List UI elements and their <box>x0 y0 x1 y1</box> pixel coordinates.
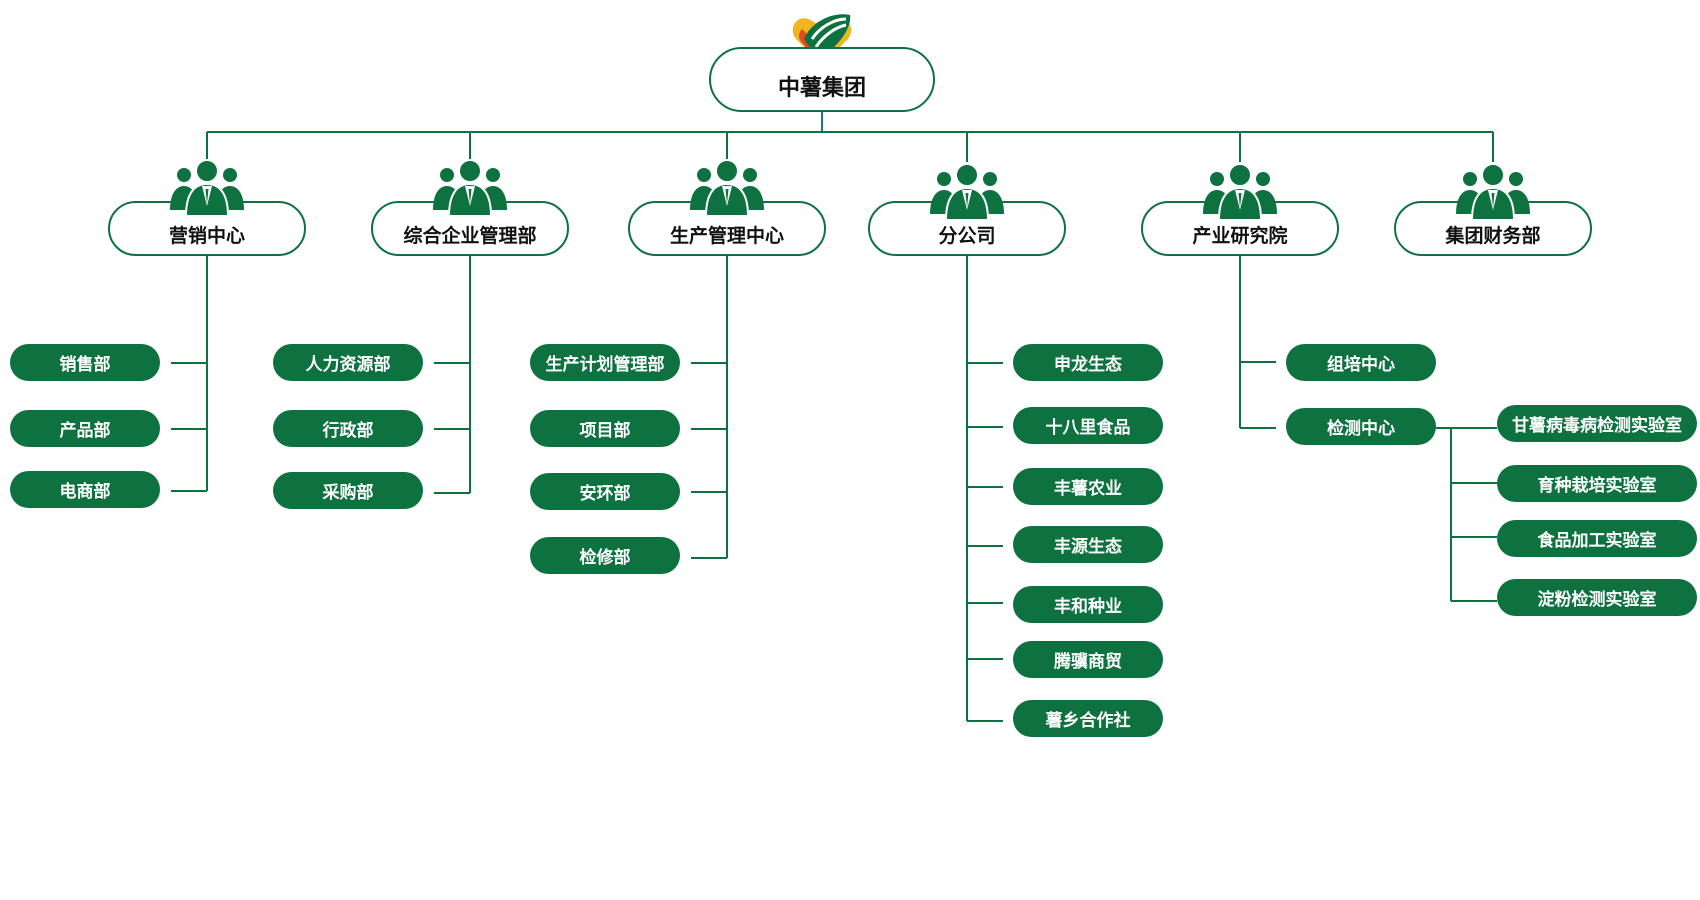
dept-label: 产业研究院 <box>1192 225 1288 247</box>
lab-pill[interactable]: 甘薯病毒病检测实验室 <box>1497 405 1697 442</box>
dept-label: 集团财务部 <box>1445 225 1541 247</box>
dept-label: 生产管理中心 <box>669 225 784 247</box>
people-group-icon <box>169 159 245 216</box>
people-group-icon <box>432 159 508 216</box>
dept-node-branches[interactable]: 分公司 <box>868 201 1066 256</box>
lab-pill[interactable]: 淀粉检测实验室 <box>1497 579 1697 616</box>
branch-company-pill[interactable]: 十八里食品 <box>1013 407 1163 444</box>
branch-company-pill[interactable]: 丰薯农业 <box>1013 468 1163 505</box>
branch-company-pill[interactable]: 丰和种业 <box>1013 586 1163 623</box>
sub-dept-pill[interactable]: 检修部 <box>530 537 680 574</box>
branch-company-pill[interactable]: 薯乡合作社 <box>1013 700 1163 737</box>
people-group-icon <box>929 163 1005 220</box>
sub-dept-pill[interactable]: 产品部 <box>10 410 160 447</box>
dept-label: 综合企业管理部 <box>403 225 537 247</box>
sub-dept-pill[interactable]: 销售部 <box>10 344 160 381</box>
dept-label: 营销中心 <box>168 225 245 247</box>
people-group-icon <box>1455 163 1531 220</box>
sub-dept-pill[interactable]: 电商部 <box>10 471 160 508</box>
research-unit-pill[interactable]: 组培中心 <box>1286 344 1436 381</box>
people-group-icon <box>1202 163 1278 220</box>
root-label: 中薯集团 <box>777 75 866 101</box>
sub-dept-pill[interactable]: 行政部 <box>273 410 423 447</box>
sub-dept-pill[interactable]: 生产计划管理部 <box>530 344 680 381</box>
research-unit-pill[interactable]: 检测中心 <box>1286 408 1436 445</box>
branch-company-pill[interactable]: 腾骥商贸 <box>1013 641 1163 678</box>
people-group-icon <box>689 159 765 216</box>
lab-pill[interactable]: 食品加工实验室 <box>1497 520 1697 557</box>
lab-pill[interactable]: 育种栽培实验室 <box>1497 465 1697 502</box>
sub-dept-pill[interactable]: 项目部 <box>530 410 680 447</box>
branch-company-pill[interactable]: 申龙生态 <box>1013 344 1163 381</box>
dept-label: 分公司 <box>938 225 996 247</box>
root-node[interactable]: 中薯集团 <box>709 47 935 112</box>
sub-dept-pill[interactable]: 人力资源部 <box>273 344 423 381</box>
branch-company-pill[interactable]: 丰源生态 <box>1013 526 1163 563</box>
sub-dept-pill[interactable]: 安环部 <box>530 473 680 510</box>
sub-dept-pill[interactable]: 采购部 <box>273 472 423 509</box>
